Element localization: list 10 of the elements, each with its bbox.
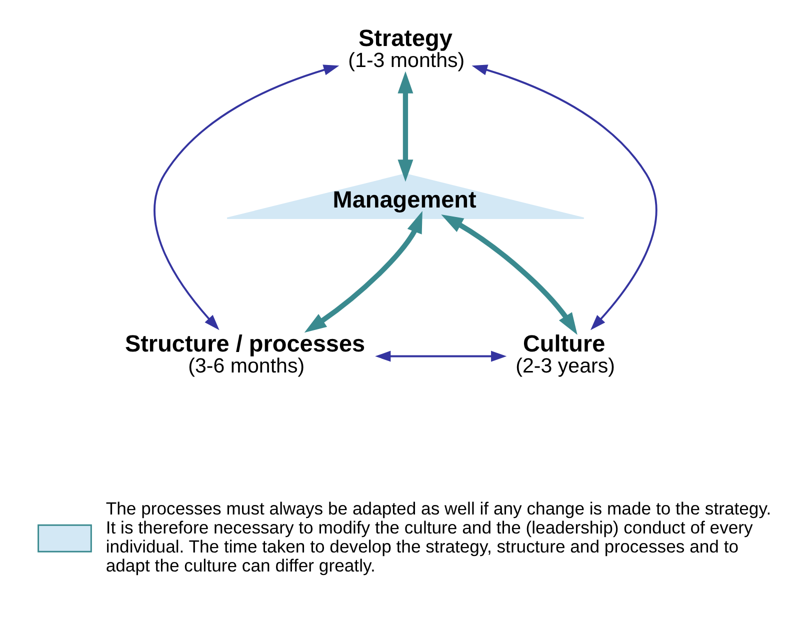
arrow (441, 214, 578, 334)
arrow (304, 210, 422, 332)
node-text: Strategy (1-3 months) (348, 24, 465, 72)
arrow (154, 64, 340, 330)
arrow (375, 350, 507, 362)
node-text: Structure / processes (3-6 months) (124, 330, 366, 378)
arrow (472, 64, 658, 330)
arrow (398, 70, 414, 182)
legend-label: The processes must always be adapted as well if any change is made to the strategy. It is therefore necessary to modify the culture and the (leadership) conduct of every individual. The time taken to develop the strategy, structure and processes and to adapt the culture can differ greatly. (106, 498, 772, 576)
node-text: Culture (2-3 years) (516, 330, 615, 378)
